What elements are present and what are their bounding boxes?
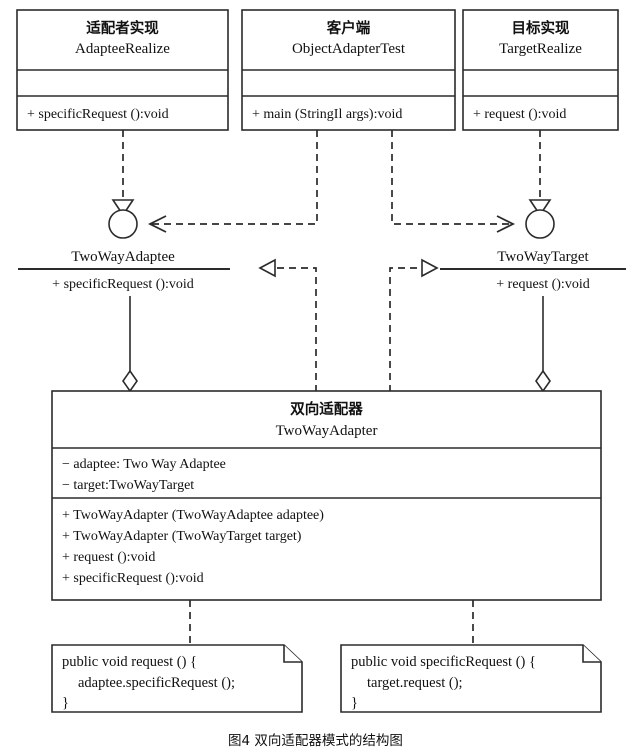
class-operation: + TwoWayAdapter (TwoWayTarget target) [62,529,302,544]
interface-name: TwoWayTarget [497,249,589,265]
class-title-en: TwoWayAdapter [276,423,378,439]
figure-caption: 图4 双向适配器模式的结构图 [228,733,403,749]
interface-two-way-adaptee: TwoWayAdaptee + specificRequest ():void [18,249,230,292]
class-operation: + request ():void [473,107,566,122]
note-line: public void specificRequest () { [351,654,536,670]
dependency-client-to-target [391,130,516,233]
note-line: target.request (); [367,675,463,691]
note-line: } [62,695,69,711]
note-specific-request: public void specificRequest () { target.… [340,644,602,713]
aggregation-adaptee-to-adapter [122,296,138,393]
aggregation-diamond-icon [535,369,551,393]
class-box-two-way-adapter: 双向适配器 TwoWayAdapter − adaptee: Two Way A… [51,390,602,601]
realization-adaptee-to-lollipop [111,130,135,217]
note-line: } [351,695,358,711]
note-line: public void request () { [62,654,197,670]
realization-adapter-to-target [389,258,439,392]
realization-dashed-line [389,267,420,392]
hollow-triangle-arrowhead [421,258,439,278]
note-request: public void request () { adaptee.specifi… [51,644,303,713]
lollipop-interface-target-icon [525,209,555,239]
realization-dashed-line [262,267,317,392]
interface-operation: + specificRequest ():void [52,277,194,292]
class-box-adaptee-realize: 适配者实现 AdapteeRealize + specificRequest (… [16,9,229,131]
lollipop-interface-adaptee-icon [108,209,138,239]
interface-two-way-target: TwoWayTarget + request ():void [440,249,626,292]
open-arrowhead [147,215,167,233]
dependency-dashed-line [152,130,318,225]
realization-target-to-lollipop [528,130,552,217]
realization-adapter-to-adaptee [258,258,317,392]
dependency-dashed-line [391,130,511,225]
note-outline [340,644,602,713]
class-box-target-realize: 目标实现 TargetRealize + request ():void [462,9,619,131]
class-box-client: 客户端 ObjectAdapterTest + main (StringIl a… [241,9,456,131]
class-title-cn: 双向适配器 [290,400,363,418]
hollow-triangle-arrowhead [258,258,276,278]
dependency-client-to-adaptee [147,130,318,233]
note-outline [51,644,303,713]
hollow-triangle-arrowhead [111,199,135,217]
class-box-outline [51,390,602,601]
class-title-cn: 适配者实现 [86,19,159,37]
class-operation: + request ():void [62,550,155,565]
interface-operation: + request ():void [496,277,589,292]
class-operation: + TwoWayAdapter (TwoWayAdaptee adaptee) [62,508,324,523]
class-attribute: − adaptee: Two Way Adaptee [62,457,226,472]
note-line: adaptee.specificRequest (); [78,675,235,691]
class-operation: + main (StringIl args):void [252,107,402,122]
aggregation-target-to-adapter [535,296,551,393]
class-title-cn: 目标实现 [512,19,570,37]
class-title-en: AdapteeRealize [75,41,170,57]
aggregation-diamond-icon [122,369,138,393]
note-folded-corner [582,645,601,663]
class-title-en: ObjectAdapterTest [292,41,406,57]
class-title-en: TargetRealize [499,41,582,57]
open-arrowhead [496,215,516,233]
class-attribute: − target:TwoWayTarget [62,478,194,493]
hollow-triangle-arrowhead [528,199,552,217]
class-operation: + specificRequest ():void [27,107,169,122]
note-folded-corner [283,645,302,663]
interface-name: TwoWayAdaptee [71,249,175,265]
class-operation: + specificRequest ():void [62,571,204,586]
class-title-cn: 客户端 [326,19,371,37]
